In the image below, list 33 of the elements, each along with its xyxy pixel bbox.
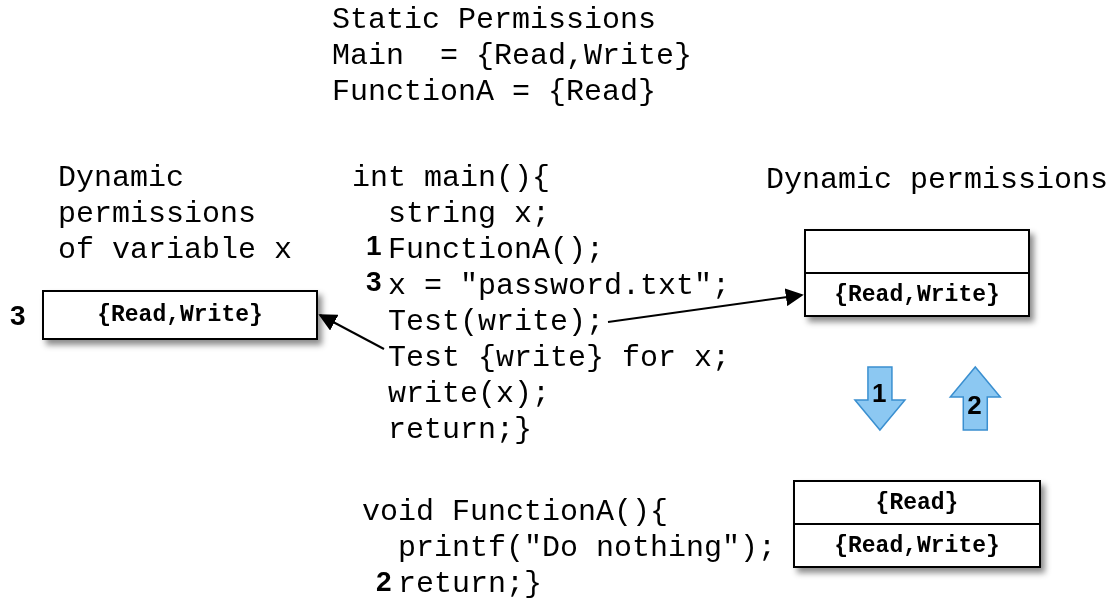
caption-text: Dynamic permissions of variable x (58, 160, 294, 268)
code-line: printf("Do nothing"); (398, 530, 777, 566)
block-arrow (948, 365, 1002, 431)
step-number: 3 (366, 265, 382, 299)
permission-set: {Read,Write} (834, 281, 1000, 308)
code-line: Test {write} for x; (388, 340, 731, 376)
arrow (607, 288, 804, 323)
code-line: int main(){ (352, 160, 551, 196)
step-number: 2 (376, 565, 392, 599)
code-line: void FunctionA(){ (362, 494, 669, 530)
code-line: Main = {Read,Write} (332, 38, 693, 74)
permission-box (804, 229, 1030, 317)
arrow (318, 314, 385, 350)
permission-box (42, 290, 318, 340)
code-line: return;} (398, 566, 543, 602)
code-line: return;} (388, 412, 533, 448)
step-number: 1 (366, 229, 382, 263)
code-line: Test(write); (388, 304, 605, 340)
permission-set: {Read,Write} (97, 302, 263, 328)
permission-set: {Read} (875, 489, 959, 516)
caption-text: Dynamic permissions (766, 162, 1109, 198)
code-line: string x; (388, 196, 551, 232)
code-line: Static Permissions (332, 2, 657, 38)
block-arrow (853, 366, 907, 432)
code-line: FunctionA(); (388, 232, 605, 268)
code-line: x = "password.txt"; (388, 268, 731, 304)
code-line: FunctionA = {Read} (332, 74, 657, 110)
edge-label: 1 (871, 378, 887, 407)
permission-box (793, 480, 1041, 568)
code-line: write(x); (388, 376, 551, 412)
step-number: 3 (10, 299, 26, 333)
permission-set: {Read,Write} (834, 532, 1000, 559)
edge-label: 2 (967, 390, 982, 419)
